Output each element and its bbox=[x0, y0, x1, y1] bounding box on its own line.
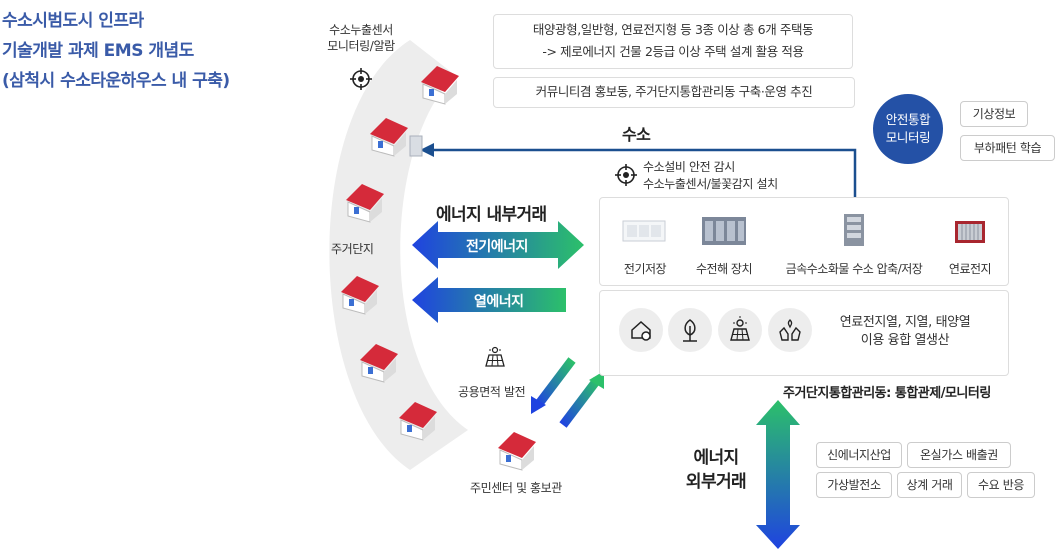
diag-arrow-down bbox=[531, 357, 576, 414]
new-energy-industry-tag: 신에너지산업 bbox=[816, 442, 902, 468]
heat-text-line-1: 연료전지열, 지열, 태양열 bbox=[839, 315, 971, 330]
sensor-top-line-2: 모니터링/알람 bbox=[327, 39, 395, 53]
geothermal-tree-icon bbox=[668, 308, 712, 352]
housing-info-line-2: -> 제로에너지 건물 2등급 이상 주택 설계 활용 적용 bbox=[542, 44, 804, 59]
carbon-credit-tag: 온실가스 배출권 bbox=[907, 442, 1011, 468]
safety-circle-line-2: 모니터링 bbox=[885, 130, 931, 145]
housing-info-line-1: 태양광형,일반형, 연료전지형 등 3종 이상 총 6개 주택동 bbox=[532, 22, 814, 37]
equipment-panel bbox=[599, 197, 1009, 286]
equipment-label-3: 연료전지 bbox=[948, 262, 992, 276]
community-info-box: 커뮤니티겸 홍보동, 주거단지통합관리동 구축·운영 추진 bbox=[493, 77, 855, 108]
hydrogen-line bbox=[432, 148, 857, 215]
heat-production-text: 연료전지열, 지열, 태양열 이용 융합 열생산 bbox=[820, 314, 990, 350]
public-solar-label: 공용면적 발전 bbox=[458, 385, 526, 399]
demand-response-tag: 수요 반응 bbox=[967, 472, 1035, 498]
house-4 bbox=[337, 272, 383, 320]
sensor-top-line-1: 수소누출센서 bbox=[329, 23, 393, 37]
fuel-cell-icon bbox=[953, 218, 987, 250]
house-2 bbox=[366, 114, 428, 164]
heat-energy-label: 열에너지 bbox=[474, 294, 524, 310]
hands-heat-icon bbox=[768, 308, 812, 352]
electrolyzer-icon bbox=[700, 213, 748, 251]
housing-info-box: 태양광형,일반형, 연료전지형 등 3종 이상 총 6개 주택동 -> 제로에너… bbox=[493, 14, 853, 69]
safety-monitoring-circle: 안전통합 모니터링 bbox=[873, 94, 943, 164]
house-1 bbox=[417, 62, 463, 110]
title-line-3: (삼척시 수소타운하우스 내 구축) bbox=[2, 71, 230, 91]
hydrogen-label: 수소 bbox=[622, 125, 651, 144]
equipment-label-0: 전기저장 bbox=[623, 262, 667, 276]
house-6 bbox=[395, 398, 441, 446]
hydrogen-arrowhead bbox=[420, 143, 434, 157]
house-3 bbox=[342, 180, 388, 228]
heat-energy-arrow bbox=[412, 277, 566, 323]
flame-sensor-icon bbox=[614, 163, 638, 191]
community-center-house-icon bbox=[494, 428, 540, 476]
safety-monitor-text: 수소설비 안전 감시 수소누출센서/불꽃감지 설치 bbox=[643, 159, 778, 193]
external-trade-line-2: 외부거래 bbox=[685, 472, 747, 492]
diagram-title: 수소시범도시 인프라 기술개발 과제 EMS 개념도 (삼척시 수소타운하우스 … bbox=[2, 6, 230, 96]
internal-trade-title: 에너지 내부거래 bbox=[436, 205, 547, 225]
house-5 bbox=[356, 340, 402, 388]
equipment-label-2: 금속수소화물 수소 압축/저장 bbox=[785, 262, 923, 276]
solar-panel-icon bbox=[718, 308, 762, 352]
residential-label: 주거단지 bbox=[331, 242, 374, 256]
external-trade-line-1: 에너지 bbox=[693, 448, 739, 468]
external-trade-label: 에너지 외부거래 bbox=[676, 446, 756, 494]
house-heat-icon bbox=[619, 308, 663, 352]
community-info-text: 커뮤니티겸 홍보동, 주거단지통합관리동 구축·운영 추진 bbox=[535, 84, 813, 99]
equipment-label-1: 수전해 장치 bbox=[695, 262, 753, 276]
safety-circle-line-1: 안전통합 bbox=[885, 112, 931, 127]
public-solar-icon bbox=[483, 344, 507, 372]
management-label: 주거단지통합관리동: 통합관제/모니터링 bbox=[783, 386, 991, 401]
heat-text-line-2: 이용 융합 열생산 bbox=[860, 333, 950, 348]
load-pattern-tag: 부하패턴 학습 bbox=[960, 135, 1055, 161]
electric-energy-label: 전기에너지 bbox=[466, 239, 528, 255]
community-center-label: 주민센터 및 홍보관 bbox=[470, 481, 562, 495]
weather-info-tag: 기상정보 bbox=[960, 101, 1028, 127]
virtual-power-plant-tag: 가상발전소 bbox=[816, 472, 892, 498]
net-metering-tag: 상계 거래 bbox=[897, 472, 962, 498]
electric-energy-arrow bbox=[412, 221, 584, 269]
sensor-top-label: 수소누출센서 모니터링/알람 bbox=[318, 22, 404, 54]
target-sensor-icon bbox=[349, 67, 373, 95]
safety-monitor-line-1: 수소설비 안전 감시 bbox=[643, 160, 735, 174]
diag-arrow-up bbox=[559, 371, 604, 428]
safety-monitor-line-2: 수소누출센서/불꽃감지 설치 bbox=[643, 177, 778, 191]
metal-hydride-icon bbox=[841, 212, 867, 252]
external-trade-arrow bbox=[756, 400, 800, 549]
title-line-2: 기술개발 과제 EMS 개념도 bbox=[2, 41, 194, 61]
battery-storage-icon bbox=[621, 215, 667, 249]
title-line-1: 수소시범도시 인프라 bbox=[2, 11, 144, 31]
